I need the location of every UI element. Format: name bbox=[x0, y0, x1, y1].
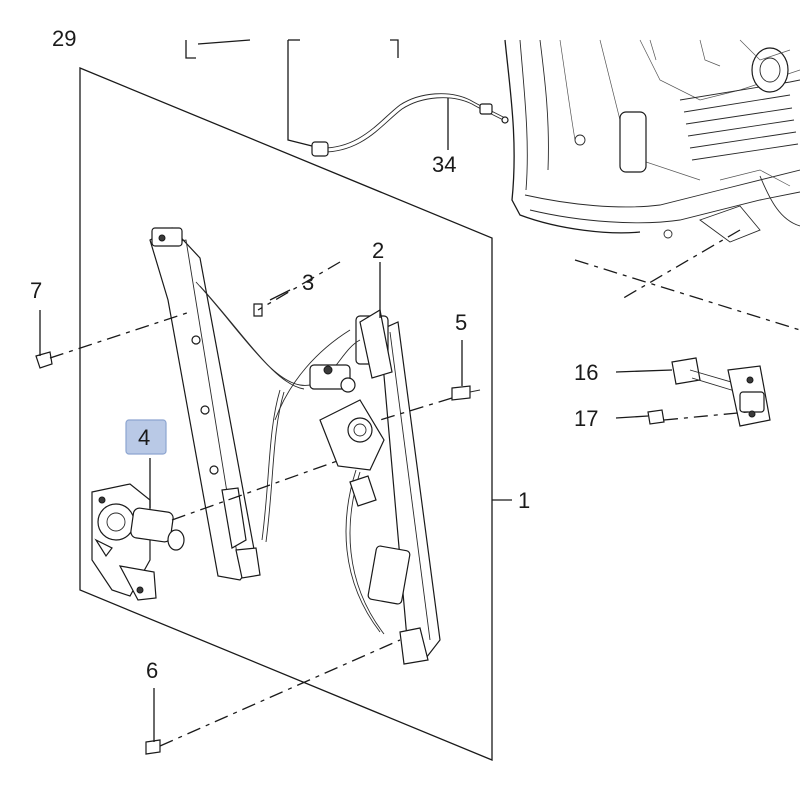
window-motor bbox=[91, 483, 185, 601]
door-inner-panel bbox=[504, 39, 800, 243]
callout-3: 3 bbox=[302, 270, 314, 295]
window-regulator-rear-rail bbox=[355, 309, 441, 665]
callout-2: 2 bbox=[372, 238, 384, 263]
callout-34: 34 bbox=[432, 152, 456, 177]
cable-assembly bbox=[311, 93, 509, 157]
lifter-plate bbox=[309, 364, 385, 507]
alignment-line-door-2 bbox=[619, 229, 741, 301]
callout-1: 1 bbox=[518, 488, 530, 513]
callout-29: 29 bbox=[52, 26, 76, 51]
highlight-box-4 bbox=[125, 419, 167, 455]
assembly-group-frame bbox=[79, 67, 493, 761]
bolt-6 bbox=[145, 739, 161, 755]
callout-16: 16 bbox=[574, 360, 598, 385]
top-bracket-fragment bbox=[185, 39, 399, 149]
regulator-cables bbox=[195, 281, 385, 635]
alignment-line-door bbox=[574, 259, 800, 331]
bolt-5 bbox=[451, 385, 481, 401]
callout-5: 5 bbox=[455, 310, 467, 335]
callout-17: 17 bbox=[574, 406, 598, 431]
bolt-17 bbox=[647, 409, 665, 425]
callout-6: 6 bbox=[146, 658, 158, 683]
door-check-assembly bbox=[671, 357, 771, 427]
callout-4: 4 bbox=[138, 425, 150, 450]
leader-lines bbox=[39, 138, 749, 747]
callout-7: 7 bbox=[30, 278, 42, 303]
